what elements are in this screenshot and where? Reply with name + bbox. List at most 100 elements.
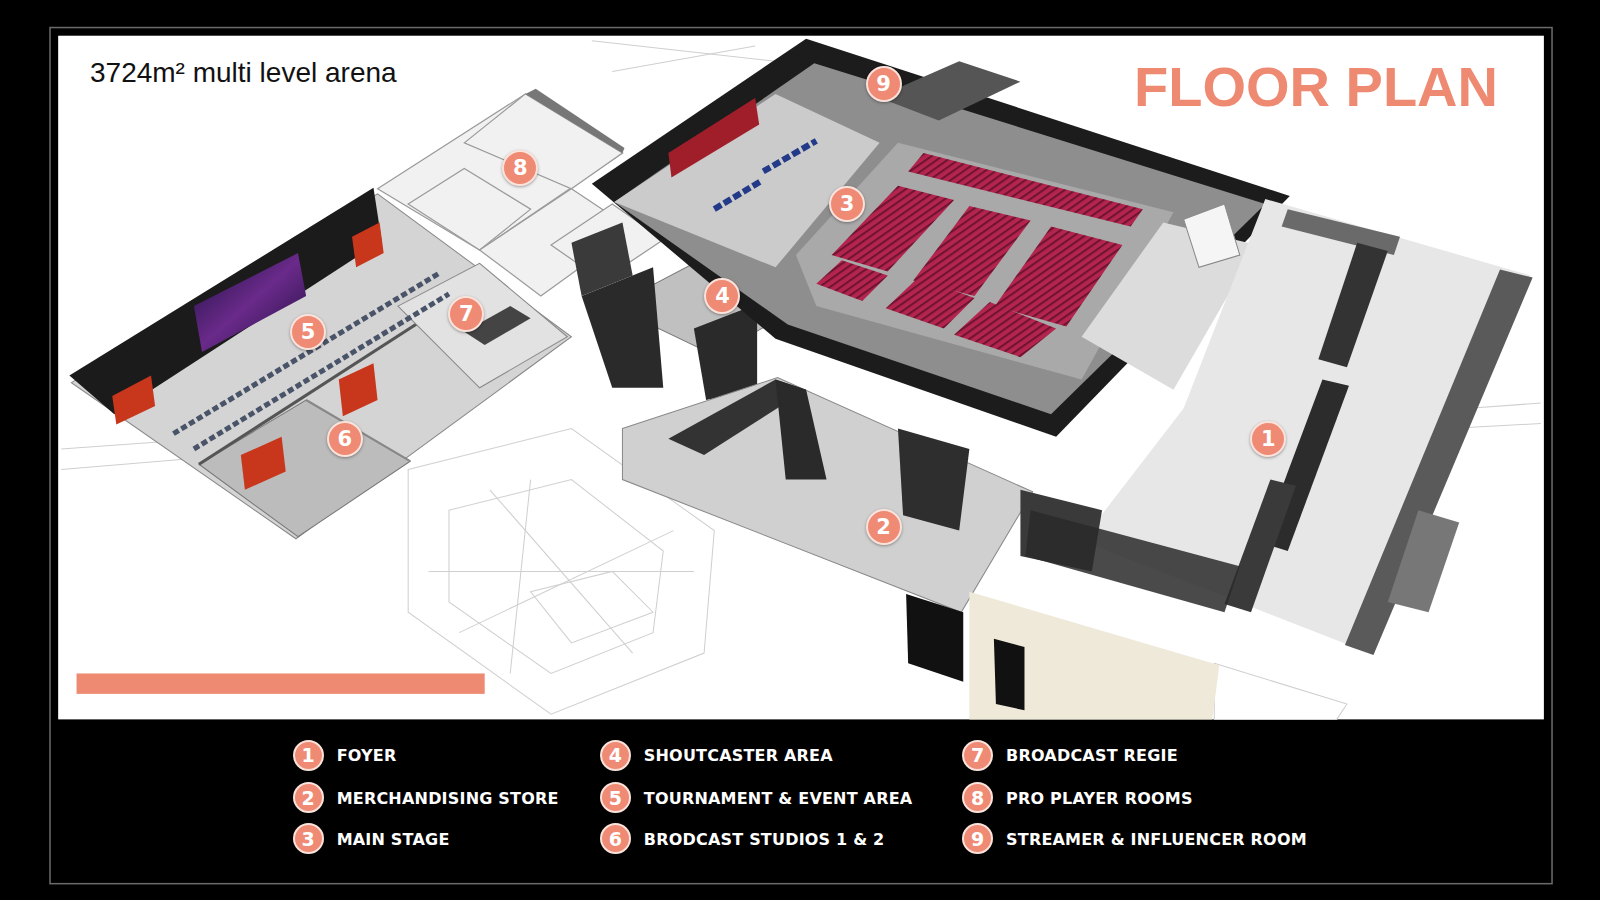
legend-text: MERCHANDISING STORE	[337, 788, 559, 807]
floor-plan-shape	[112, 376, 155, 425]
floor-plan-shape	[954, 302, 1056, 357]
floor-plan-shape	[464, 94, 622, 189]
floor-plan-shape	[1318, 243, 1387, 367]
legend-text: BROADCAST REGIE	[1006, 746, 1178, 765]
floor-plan-shape	[69, 188, 381, 415]
callout-number: 8	[504, 152, 536, 184]
legend-number: 7	[964, 742, 991, 769]
callout-circle: 6	[327, 421, 363, 457]
legend-text: FOYER	[337, 746, 397, 765]
floor-plan-shape	[1282, 209, 1400, 255]
callout-number: 2	[868, 511, 900, 543]
floor-plan-shape	[61, 41, 1541, 720]
legend-number-circle: 4SHOUTCASTER AREA	[600, 740, 631, 771]
floor-plan-shape	[763, 141, 816, 172]
floor-plan-shape	[459, 531, 673, 633]
legend-number-circle: 8PRO PLAYER ROOMS	[962, 782, 993, 813]
callout-number: 5	[292, 316, 324, 348]
legend-number-circle: 6BRODCAST STUDIOS 1 & 2	[600, 823, 631, 854]
floor-plan-shape	[908, 153, 1143, 226]
floor-plan-shape	[612, 46, 755, 72]
legend-number-circle: 3MAIN STAGE	[293, 823, 324, 854]
floor-plan-shape	[194, 253, 306, 352]
floor-plan-shape	[77, 673, 485, 693]
floor-plan-shape	[714, 182, 760, 210]
legend-text: BRODCAST STUDIOS 1 & 2	[644, 829, 885, 848]
floor-plan-shape	[199, 400, 410, 537]
area-label: 3724m² multi level arena	[90, 57, 397, 89]
floor-plan-shape	[429, 571, 694, 572]
floor-plan-shape	[886, 278, 975, 329]
floor-plan-shape	[531, 571, 653, 642]
callout-number: 6	[329, 423, 361, 455]
legend-number-circle: 9STREAMER & INFLUENCER ROOM	[962, 823, 993, 854]
floor-plan-shape	[816, 260, 887, 301]
floor-plan-shape	[199, 316, 429, 464]
floor-plan-shape	[112, 222, 383, 489]
legend-number: 8	[964, 784, 991, 811]
floor-plan-shape	[306, 400, 410, 461]
callout-circle: 5	[290, 314, 326, 350]
floor-plan-shape	[571, 222, 632, 295]
floor-plan-shape	[714, 141, 816, 209]
legend-number: 6	[602, 825, 629, 852]
callout-number: 9	[868, 68, 900, 100]
floor-plan-shape	[898, 429, 969, 531]
legend-number: 4	[602, 742, 629, 769]
legend-text: TOURNAMENT & EVENT AREA	[644, 788, 913, 807]
floor-plan-shape	[694, 304, 757, 400]
legend-text: SHOUTCASTER AREA	[644, 746, 833, 765]
callout-circle: 1	[1250, 421, 1286, 457]
floor-plan-shape	[173, 273, 449, 449]
callout-circle: 2	[866, 509, 902, 545]
floor-plan-shape	[1224, 480, 1295, 613]
callout-circle: 8	[502, 150, 538, 186]
callout-circle: 3	[829, 186, 865, 222]
floor-plan-shape	[526, 89, 625, 153]
legend-text: STREAMER & INFLUENCER ROOM	[1006, 829, 1307, 848]
legend-number: 1	[295, 742, 322, 769]
floor-plan-shape	[776, 380, 827, 480]
floor-plan-shape	[58, 36, 1544, 720]
floor-plan-shape	[61, 459, 183, 469]
callout-number: 3	[831, 188, 863, 220]
floor-plan-shape	[398, 263, 567, 387]
legend-text: PRO PLAYER ROOMS	[1006, 788, 1193, 807]
floor-plan-shape	[194, 294, 449, 449]
floor-plan-shape	[352, 222, 384, 267]
callout-number: 1	[1252, 423, 1284, 455]
floor-plan-shape	[1388, 510, 1459, 612]
title: FLOOR PLAN	[1134, 54, 1498, 119]
floor-plan-shape	[510, 480, 530, 674]
floor-plan-shape	[1214, 663, 1347, 719]
legend-number-circle: 5TOURNAMENT & EVENT AREA	[600, 782, 631, 813]
callout-circle: 7	[448, 296, 484, 332]
legend-text: MAIN STAGE	[337, 829, 450, 848]
legend-number: 2	[295, 784, 322, 811]
floor-plan-shape	[668, 98, 759, 178]
floor-plan-shape	[994, 639, 1025, 710]
legend-number-circle: 7BROADCAST REGIE	[962, 740, 993, 771]
floor-plan-shape	[339, 363, 378, 416]
floor-plan-shape	[906, 594, 963, 682]
callout-circle: 4	[704, 278, 740, 314]
floor-plan-shape	[241, 437, 286, 490]
floor-plan-shape	[622, 378, 1032, 613]
legend-number: 9	[964, 825, 991, 852]
callout-number: 4	[706, 280, 738, 312]
legend-number-circle: 1FOYER	[293, 740, 324, 771]
floor-plan-shape	[1184, 204, 1240, 267]
floor-plan-shape	[50, 28, 1552, 884]
floor-plan-shape	[173, 273, 438, 433]
floor-plan-shape	[969, 592, 1219, 720]
legend-number-circle: 2MERCHANDISING STORE	[293, 782, 324, 813]
callout-number: 7	[450, 298, 482, 330]
callout-circle: 9	[866, 66, 902, 102]
legend-number: 5	[602, 784, 629, 811]
legend-number: 3	[295, 825, 322, 852]
floor-plan-shape	[449, 480, 663, 674]
floor-plan-shape	[1469, 403, 1540, 408]
